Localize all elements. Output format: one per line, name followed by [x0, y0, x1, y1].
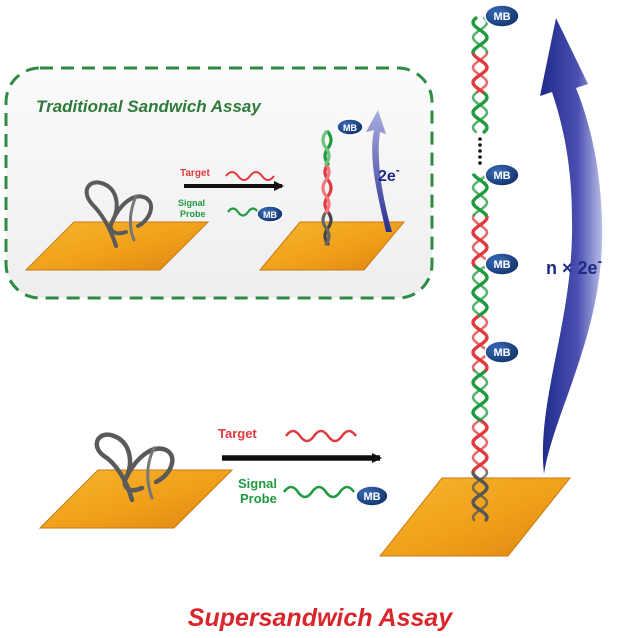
helix-strand-segment-7-a — [471, 90, 489, 134]
helix-strand-segment-4-a — [471, 263, 489, 317]
inset-target-label: Target — [180, 168, 210, 179]
svg-text:MB: MB — [493, 170, 510, 182]
supersandwich-helix — [471, 16, 489, 522]
inset-electron-arrow — [366, 110, 392, 232]
inset-probe-mb: MB — [256, 205, 284, 223]
inset-target-strand — [225, 171, 275, 181]
svg-text:MB: MB — [493, 259, 510, 271]
main-probe-mb: MB — [355, 485, 389, 507]
main-electron-label: n × 2e- — [546, 253, 603, 278]
helix-strand-segment-9-a — [471, 16, 489, 54]
helix-strand-segment-3-b — [471, 314, 489, 372]
inset-probe-label: Probe — [180, 209, 206, 219]
main-probe-label: Probe — [240, 491, 277, 506]
main-signal-label: Signal — [238, 476, 277, 491]
helix-strand-segment-3-a — [471, 314, 489, 372]
helix-strand-segment-2-a — [471, 368, 489, 422]
inset-hairpin-capture-probe — [84, 180, 154, 248]
helix-strand-segment-9-b — [471, 16, 489, 54]
svg-text:MB: MB — [493, 11, 510, 23]
helix-strand-segment-1-b — [471, 418, 489, 472]
inset-duplex-mb: MB — [336, 118, 364, 136]
inset-electrode-right — [258, 221, 406, 271]
helix-strand-segment-8-a — [471, 50, 489, 94]
inset-panel: Traditional Sandwich Assay Target Signal… — [4, 66, 434, 300]
main-electron-arrow — [540, 18, 603, 474]
helix-strand-segment-7-b — [471, 90, 489, 134]
inset-electron-label: 2e- — [378, 163, 400, 185]
main-target-strand — [285, 429, 357, 443]
helix-strand-segment-4-b — [471, 263, 489, 317]
svg-text:MB: MB — [493, 347, 510, 359]
helix-strand-segment-5-b — [471, 213, 489, 267]
svg-text:MB: MB — [263, 210, 277, 220]
svg-text:MB: MB — [363, 491, 380, 503]
helix-mb-top: MB — [484, 4, 520, 28]
helix-strand-segment-2-b — [471, 368, 489, 422]
helix-strand-segment-8-b — [471, 50, 489, 94]
main-signal-probe-strand — [282, 485, 356, 499]
inset-signal-label: Signal — [178, 198, 205, 208]
helix-mb-4: MB — [484, 340, 520, 364]
helix-continuation-dots — [478, 137, 482, 165]
main-target-label: Target — [218, 426, 257, 441]
helix-strand-segment-6-b — [471, 173, 489, 217]
main-electrode-left — [38, 469, 234, 529]
helix-mb-3: MB — [484, 252, 520, 276]
svg-text:MB: MB — [343, 123, 357, 133]
inset-title: Traditional Sandwich Assay — [36, 97, 262, 116]
inset-duplex-helix — [321, 130, 333, 246]
main-electrode-right — [378, 477, 572, 557]
helix-strand-segment-1-a — [471, 418, 489, 472]
helix-strand-segment-0-b — [471, 468, 489, 522]
main-title: Supersandwich Assay — [188, 604, 454, 632]
helix-mb-2: MB — [484, 163, 520, 187]
main-hairpin-capture-probe — [94, 432, 175, 503]
inset-signal-probe-strand — [227, 207, 259, 217]
